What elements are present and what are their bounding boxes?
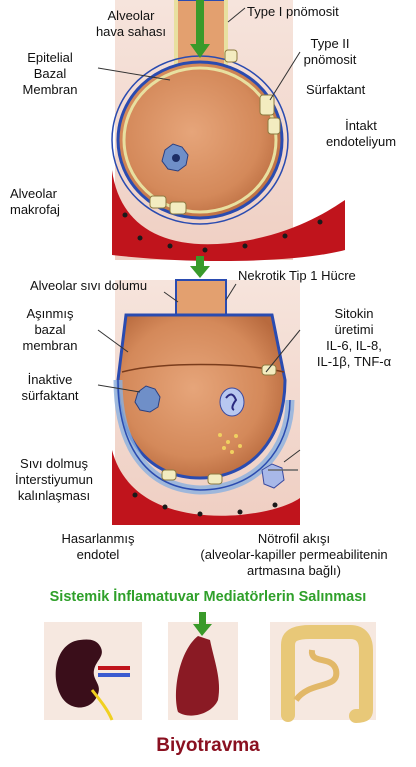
label-intact-endothelium: İntakt endoteliyum — [316, 118, 406, 150]
label-alveolar-air-space: Alveolar hava sahası — [86, 8, 176, 40]
label-cytokine-production: Sitokin üretimi IL-6, IL-8, IL-1β, TNF-α — [304, 306, 404, 370]
label-worn-basal-membrane: Aşınmış bazal membran — [10, 306, 90, 354]
top-alveolus-sac — [118, 62, 282, 218]
bottom-alveolus-diagram — [98, 280, 300, 525]
intestine-image — [270, 622, 376, 720]
systemic-mediators-banner: Sistemik İnflamatuvar Mediatörlerin Salı… — [0, 589, 416, 605]
label-inactive-surfactant: İnaktive sürfaktant — [10, 372, 90, 404]
label-epithelial-basal-membrane: Epitelial Bazal Membran — [10, 50, 90, 98]
label-type2-pneumocyte: Type II pnömosit — [290, 36, 370, 68]
lung-image — [168, 612, 238, 720]
label-alveolar-fluid-filling: Alveolar sıvı dolumu — [30, 278, 200, 294]
label-alveolar-macrophage: Alveolar makrofaj — [10, 186, 100, 218]
biotrauma-title: Biyotravma — [0, 735, 416, 757]
label-necrotic-type1-cell: Nekrotik Tip 1 Hücre — [238, 268, 413, 284]
label-interstitial-thickening: Sıvı dolmuş İnterstiyumun kalınlaşması — [4, 456, 104, 504]
kidney-image — [44, 622, 142, 720]
label-neutrophil-influx: Nötrofil akışı (alveolar-kapiller permea… — [176, 531, 412, 579]
label-damaged-endothelium: Hasarlanmış endotel — [48, 531, 148, 563]
label-type1-pneumocyte: Type I pnömosit — [247, 4, 412, 20]
label-surfactant: Sürfaktant — [306, 82, 406, 98]
neutrophil-cell-icon — [220, 388, 244, 416]
